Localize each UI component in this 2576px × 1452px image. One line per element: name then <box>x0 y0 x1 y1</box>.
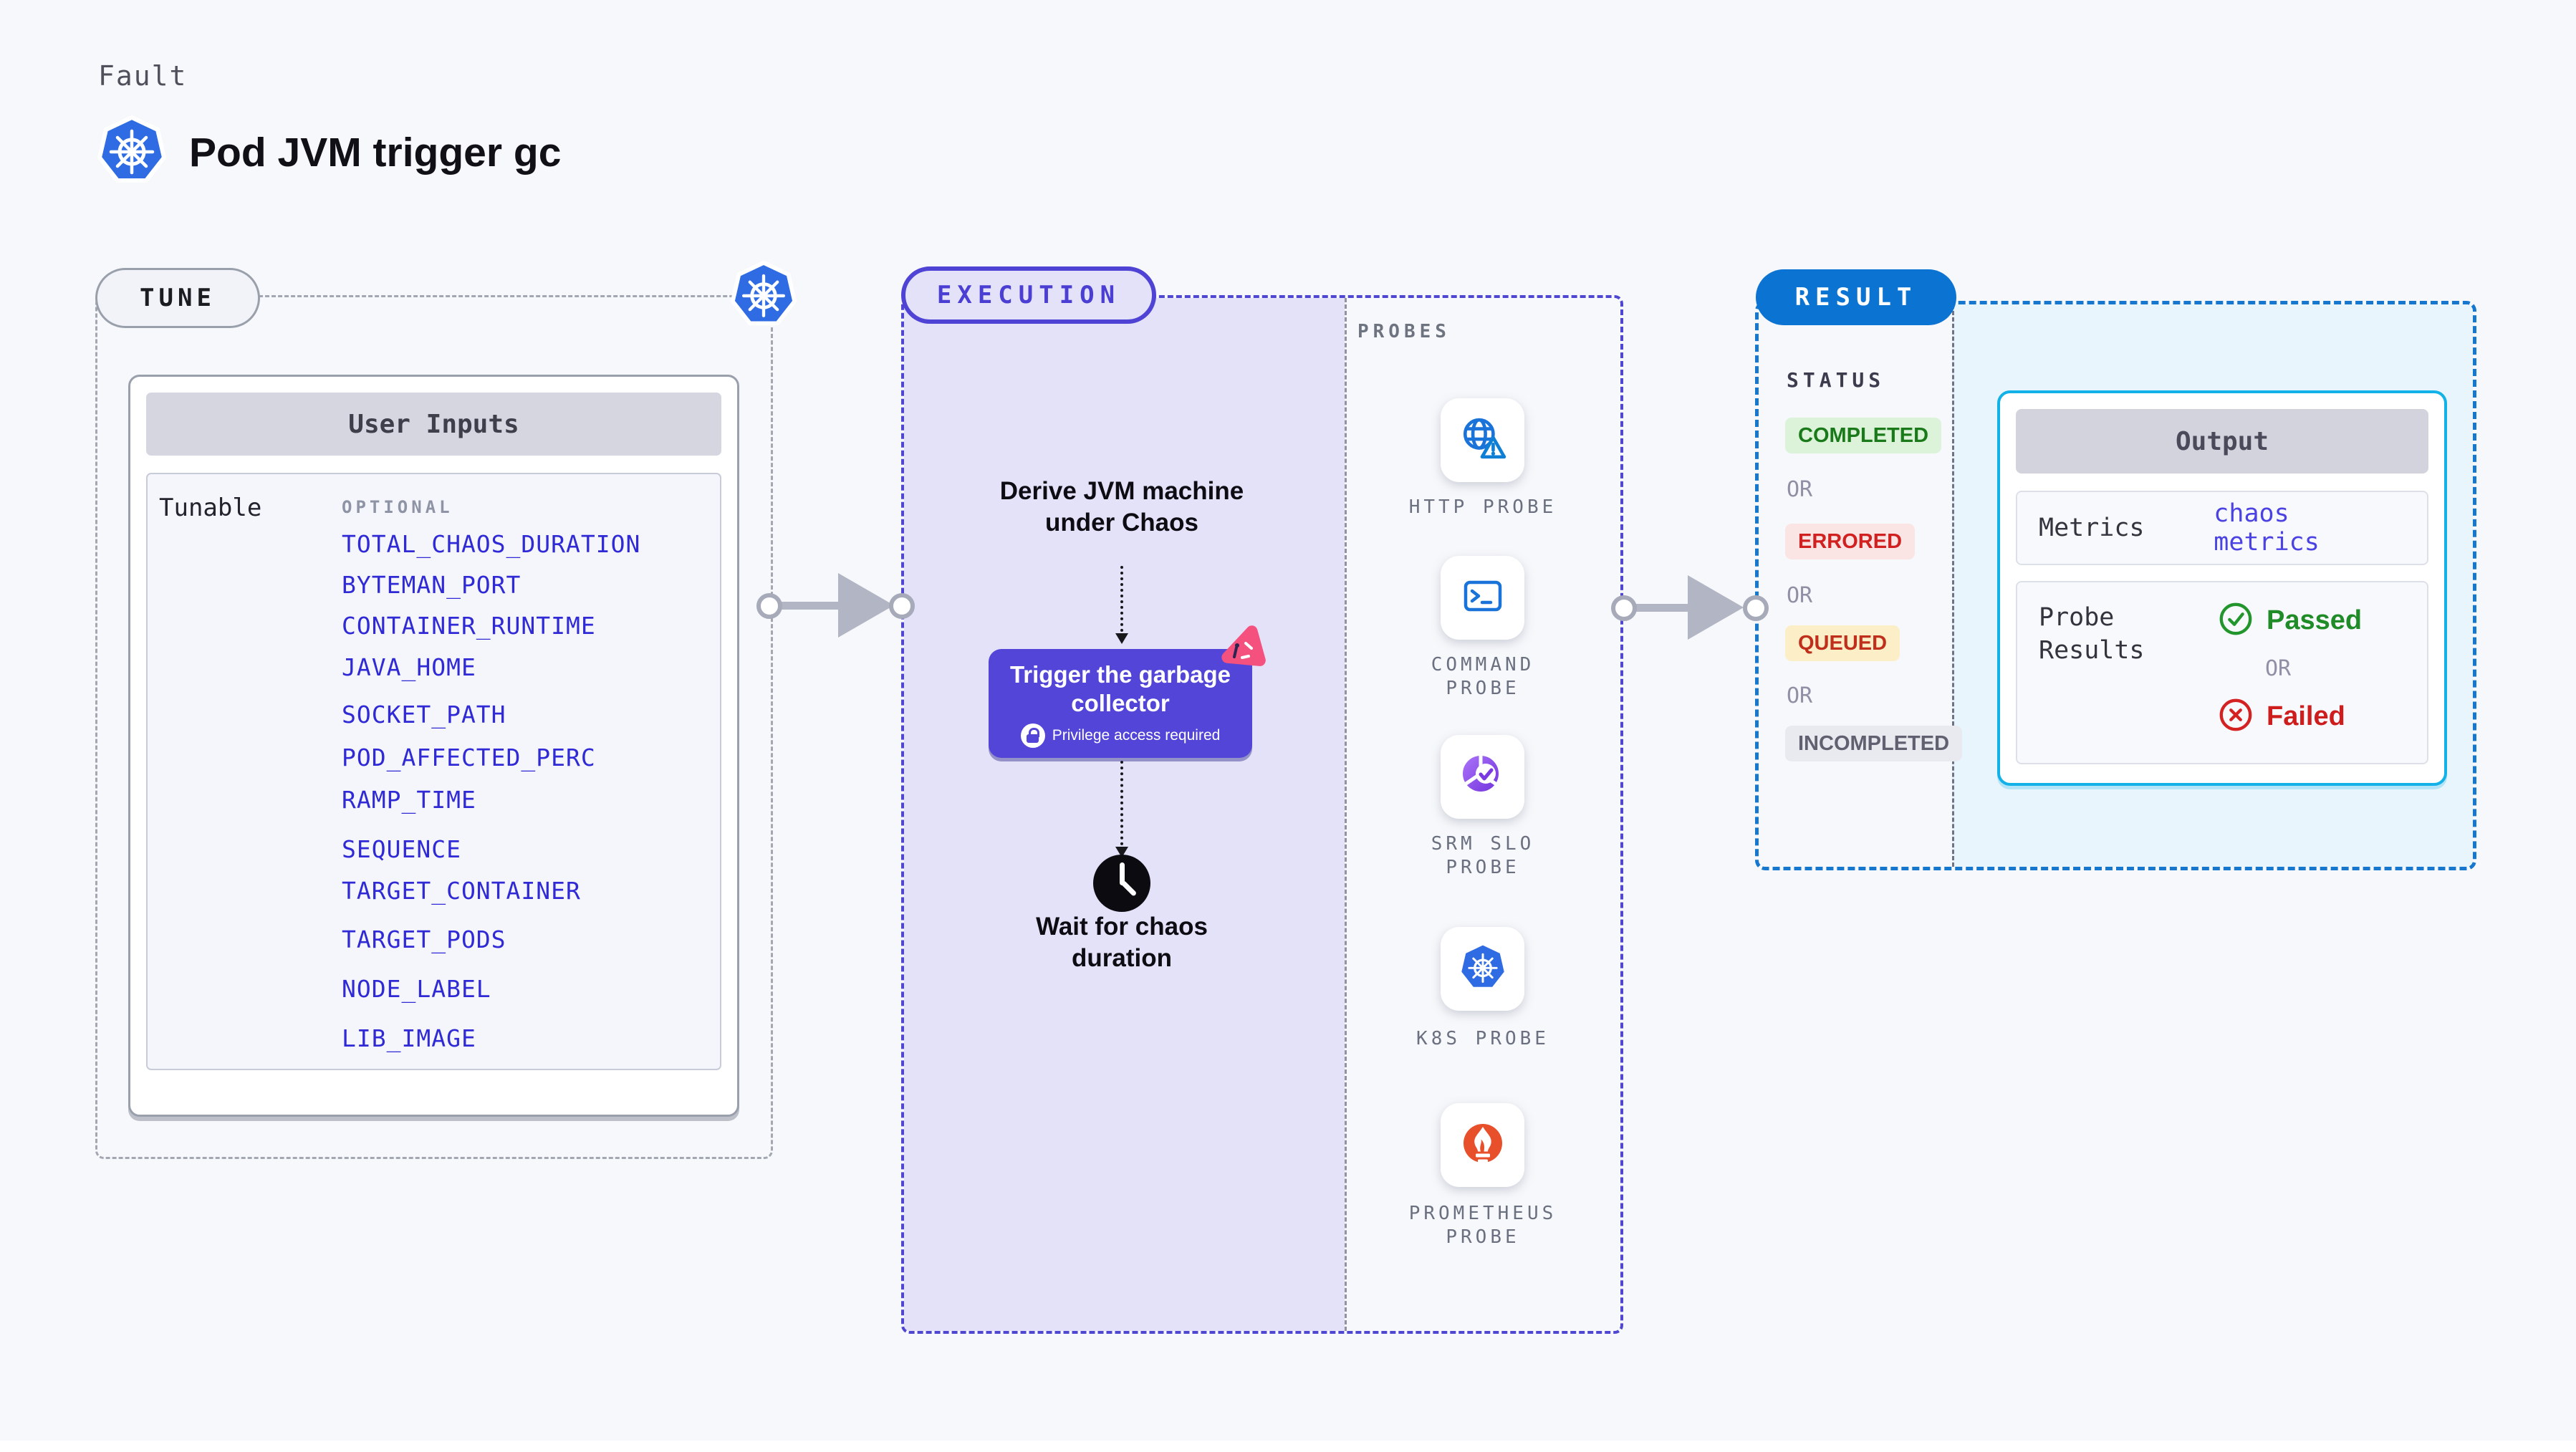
env-var: SEQUENCE <box>342 835 461 863</box>
dotted-arrow-icon <box>1120 761 1123 845</box>
probe-card-command <box>1441 556 1524 640</box>
tune-section-box <box>95 295 773 1159</box>
metrics-row: Metrics chaos metrics <box>2016 491 2428 565</box>
globe-alert-icon <box>1459 415 1506 466</box>
probe-card-http <box>1441 398 1524 482</box>
user-inputs-card: User Inputs Tunable OPTIONAL TOTAL_CHAOS… <box>128 375 739 1117</box>
or-separator: OR <box>1787 683 1813 708</box>
metrics-label: Metrics <box>2039 514 2145 542</box>
prometheus-flame-icon <box>1460 1120 1506 1170</box>
dotted-arrow-icon <box>1120 566 1123 632</box>
probe-card-k8s <box>1441 927 1524 1011</box>
privilege-note: Privilege access required <box>1020 723 1221 748</box>
passed-label: Passed <box>2267 605 2363 635</box>
fault-kicker: Fault <box>98 60 188 92</box>
probe-label-command: COMMAND PROBE <box>1431 654 1535 699</box>
env-var: TOTAL_CHAOS_DURATION <box>342 530 641 558</box>
wait-step-label: Wait for chaos duration <box>1036 913 1208 972</box>
or-separator: OR <box>1787 477 1813 502</box>
status-badge-incompleted: INCOMPLETED <box>1785 726 1963 761</box>
slo-donut-icon <box>1460 752 1506 802</box>
chaos-splat-icon <box>1212 622 1269 683</box>
env-var: BYTEMAN_PORT <box>342 571 522 599</box>
execution-lane <box>904 298 1345 1331</box>
env-var: LIB_IMAGE <box>342 1024 476 1052</box>
tunable-row-label: Tunable <box>159 494 262 522</box>
output-card: Output Metrics chaos metrics Probe Resul… <box>1997 390 2447 786</box>
status-badge-queued: QUEUED <box>1785 625 1900 661</box>
optional-column-label: OPTIONAL <box>342 497 453 517</box>
terminal-icon <box>1460 573 1506 622</box>
probe-label-http: HTTP PROBE <box>1408 496 1557 518</box>
page-title-row: Pod JVM trigger gc <box>96 115 561 190</box>
metrics-value: chaos metrics <box>2214 499 2320 557</box>
kubernetes-icon <box>96 115 168 190</box>
trigger-gc-node: Trigger the garbage collector Privilege … <box>989 649 1252 758</box>
clock-icon <box>1093 855 1150 912</box>
env-var: TARGET_PODS <box>342 925 506 953</box>
x-circle-icon <box>2218 697 2254 736</box>
user-inputs-title: User Inputs <box>146 393 721 456</box>
probe-card-srm-slo <box>1441 735 1524 819</box>
trigger-gc-label: Trigger the garbage collector <box>1009 661 1231 716</box>
failed-label: Failed <box>2267 701 2345 731</box>
status-column-label: STATUS <box>1787 368 1885 392</box>
probes-column-label: PROBES <box>1357 321 1451 342</box>
kubernetes-icon <box>1459 943 1506 994</box>
env-var: TARGET_CONTAINER <box>342 877 581 905</box>
or-separator: OR <box>2265 656 2292 681</box>
status-divider <box>1952 304 1954 867</box>
user-inputs-list <box>146 473 721 1070</box>
env-var: CONTAINER_RUNTIME <box>342 612 596 640</box>
lock-icon <box>1020 723 1045 748</box>
execution-section-box <box>901 295 1623 1334</box>
probe-label-prometheus: PROMETHEUS PROBE <box>1408 1203 1557 1248</box>
dotted-arrowhead-icon <box>1115 633 1128 644</box>
probes-divider <box>1345 298 1347 1331</box>
check-circle-icon <box>2218 601 2254 640</box>
probe-results-row: Probe Results Passed OR <box>2016 581 2428 764</box>
execution-badge: EXECUTION <box>901 266 1156 324</box>
output-title: Output <box>2016 409 2428 473</box>
tune-badge: TUNE <box>95 268 260 328</box>
env-var: POD_AFFECTED_PERC <box>342 744 596 771</box>
page-bottom-edge <box>0 1441 2576 1452</box>
passed-row: Passed <box>2218 601 2362 640</box>
env-var: JAVA_HOME <box>342 653 476 681</box>
privilege-note-label: Privilege access required <box>1052 727 1221 744</box>
or-separator: OR <box>1787 583 1813 608</box>
derive-step-label: Derive JVM machine under Chaos <box>999 477 1244 537</box>
env-var: RAMP_TIME <box>342 786 476 814</box>
probe-card-prometheus <box>1441 1103 1524 1187</box>
kubernetes-icon <box>729 260 798 332</box>
failed-row: Failed <box>2218 697 2362 736</box>
probe-label-k8s: K8S PROBE <box>1416 1028 1549 1049</box>
page-title: Pod JVM trigger gc <box>189 129 562 176</box>
probe-results-label: Probe Results <box>2039 603 2145 665</box>
result-badge: RESULT <box>1756 269 1956 325</box>
status-badge-errored: ERRORED <box>1785 524 1916 559</box>
env-var: NODE_LABEL <box>342 975 491 1003</box>
env-var: SOCKET_PATH <box>342 701 506 729</box>
probe-label-srm-slo: SRM SLO PROBE <box>1431 833 1535 878</box>
status-badge-completed: COMPLETED <box>1785 418 1942 453</box>
